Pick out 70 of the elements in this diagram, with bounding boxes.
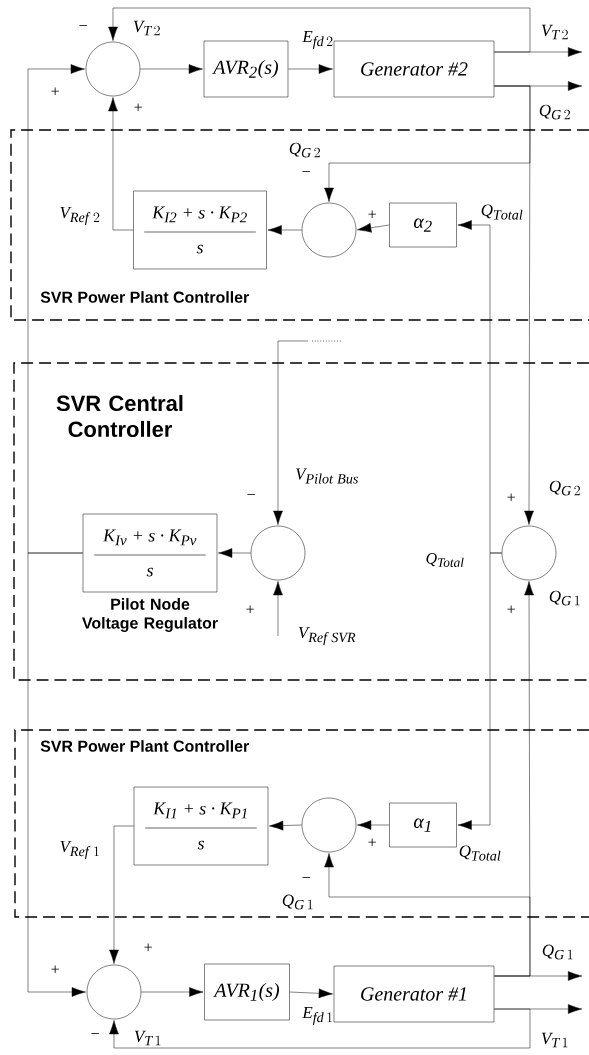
arrow bbox=[273, 340, 309, 525]
sign-label: + bbox=[134, 103, 142, 111]
sign-label: + bbox=[368, 838, 376, 846]
summing-junction bbox=[86, 964, 142, 1020]
edge-label: $V_{Ref\ 1}$ bbox=[60, 840, 99, 860]
block-caption: Pilot Node Voltage Regulator bbox=[82, 598, 218, 632]
sign-label: − bbox=[302, 877, 310, 878]
gain-box: α$_{1}$ bbox=[389, 802, 457, 848]
sign-label: − bbox=[91, 1033, 99, 1034]
arrow bbox=[288, 64, 333, 74]
transfer-function-box: AVR$_{1}$(s) bbox=[204, 963, 290, 1021]
sign-label: + bbox=[507, 605, 515, 613]
arrow bbox=[109, 1008, 531, 1049]
arrow bbox=[141, 987, 204, 997]
summing-junction bbox=[250, 525, 306, 581]
edge-label: $Q_{G\,2}$ bbox=[289, 142, 320, 158]
edge-label: $Q_{G\,2}$ bbox=[549, 480, 580, 496]
edge-label: $V_{Ref\ 2}$ bbox=[60, 206, 100, 226]
edge-label: $Q_{G\,2}$ bbox=[539, 104, 570, 120]
sign-label: + bbox=[246, 605, 254, 613]
summing-junction bbox=[501, 525, 557, 581]
generator-box: Generator #2 bbox=[333, 40, 495, 98]
edge-label: $V_{T\,2}$ bbox=[133, 20, 160, 36]
sign-label: + bbox=[144, 943, 152, 951]
edge-label: $Q_{G\,1}$ bbox=[282, 894, 313, 910]
arrow bbox=[27, 64, 85, 554]
arrow bbox=[269, 820, 302, 831]
sign-label: − bbox=[79, 25, 87, 26]
summing-junction bbox=[85, 41, 141, 97]
arrow bbox=[27, 552, 86, 997]
arrow bbox=[289, 988, 333, 999]
edge-label: $Q_{G\,1}$ bbox=[542, 944, 573, 960]
arrow bbox=[494, 971, 583, 981]
transfer-function-box: AVR$_{2}$(s) bbox=[203, 40, 289, 98]
sign-label: + bbox=[51, 965, 59, 973]
arrow bbox=[357, 820, 390, 830]
arrow bbox=[457, 552, 502, 830]
arrow bbox=[357, 223, 390, 233]
generator-box: Generator #1 bbox=[333, 965, 495, 1023]
transfer-function-box: K$_{I1}$ + s · K$_{P1}$ s bbox=[133, 786, 269, 866]
edge-label: $V_{Pilot\ Bus}$ bbox=[296, 468, 358, 484]
edge-label: $Q_{G\,1}$ bbox=[549, 590, 580, 606]
transfer-function-box: K$_{Iv}$ + s · K$_{Pv}$ s bbox=[82, 513, 218, 593]
arrow bbox=[218, 548, 251, 558]
edge-label: $V_{T\,1}$ bbox=[541, 1032, 568, 1048]
arrow bbox=[324, 853, 531, 977]
arrow bbox=[494, 85, 534, 525]
arrow bbox=[140, 64, 203, 74]
summing-junction bbox=[301, 797, 357, 853]
summing-junction bbox=[301, 202, 357, 258]
gain-box: α$_{2}$ bbox=[389, 202, 457, 248]
edge-label: $Q_{Total}$ bbox=[459, 845, 501, 861]
edge-label: $Q_{Total}$ bbox=[481, 204, 523, 220]
edge-label: $V_{T\,1}$ bbox=[134, 1030, 161, 1046]
sign-label: − bbox=[247, 494, 255, 495]
edge-label: $E_{fd\,2}$ bbox=[302, 30, 333, 50]
transfer-function-box: K$_{I2}$ + s · K$_{P2}$ s bbox=[133, 190, 267, 270]
sign-label: + bbox=[507, 493, 515, 501]
edge-label: $E_{fd\,1}$ bbox=[302, 1006, 332, 1026]
arrow bbox=[108, 7, 531, 53]
arrow bbox=[108, 97, 134, 231]
sign-label: + bbox=[51, 87, 59, 95]
sign-label: − bbox=[302, 171, 310, 172]
arrow bbox=[109, 825, 134, 964]
edge-label: $V_{T\,2}$ bbox=[541, 24, 568, 40]
arrow bbox=[267, 225, 302, 235]
sign-label: + bbox=[368, 210, 376, 218]
arrow bbox=[273, 581, 283, 637]
edge-label: $V_{Ref\ SVR}$ bbox=[298, 626, 356, 646]
sign-label: Q$_{Total}$ bbox=[426, 553, 464, 567]
